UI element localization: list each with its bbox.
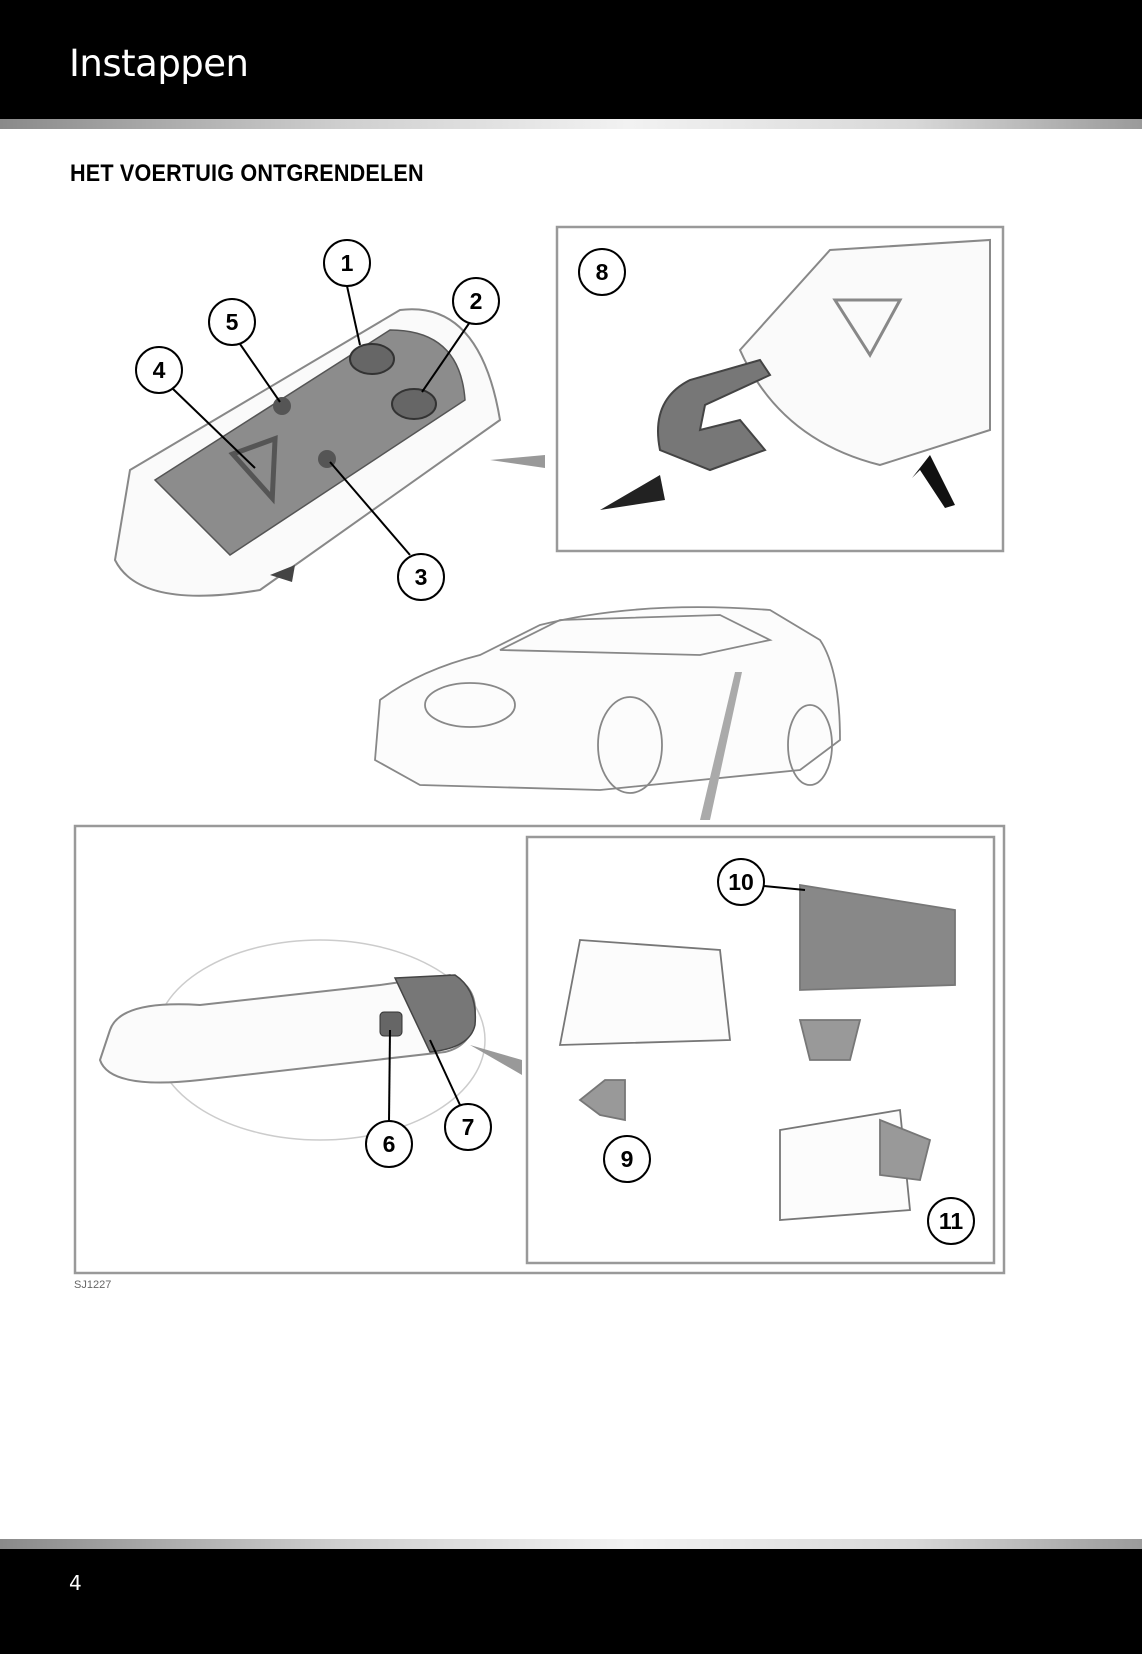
callout-4: 4 — [135, 346, 183, 394]
svg-text:6: 6 — [383, 1131, 396, 1157]
svg-text:4: 4 — [153, 357, 166, 383]
chapter-title: Instappen — [69, 42, 249, 85]
lock-cover-steps — [558, 883, 956, 1221]
page-number: 4 — [69, 1571, 82, 1595]
car-illustration — [374, 606, 841, 820]
callout-7: 7 — [444, 1103, 492, 1151]
svg-text:10: 10 — [728, 869, 754, 895]
svg-text:7: 7 — [462, 1114, 475, 1140]
key-blade-frame — [555, 225, 1005, 553]
door-handle — [98, 939, 522, 1141]
page-header: Instappen — [0, 0, 1142, 119]
callout-3: 3 — [397, 553, 445, 601]
svg-text:9: 9 — [621, 1146, 634, 1172]
callout-9: 9 — [603, 1135, 651, 1183]
key-blade-detail — [600, 238, 991, 510]
svg-text:8: 8 — [596, 259, 609, 285]
section-heading: HET VOERTUIG ONTGRENDELEN — [70, 160, 424, 187]
svg-text:5: 5 — [226, 309, 239, 335]
figure-code: SJ1227 — [74, 1279, 112, 1291]
callout-11: 11 — [927, 1197, 975, 1245]
callout-8: 8 — [578, 248, 626, 296]
svg-text:3: 3 — [415, 564, 428, 590]
callout-6: 6 — [365, 1120, 413, 1168]
callout-1: 1 — [323, 239, 371, 287]
svg-text:11: 11 — [939, 1208, 964, 1234]
footer-divider — [0, 1539, 1142, 1549]
svg-text:2: 2 — [470, 288, 483, 314]
lock-cover-frame — [525, 835, 996, 1265]
header-divider — [0, 119, 1142, 129]
callout-10: 10 — [717, 858, 765, 906]
callout-2: 2 — [452, 277, 500, 325]
callout-5: 5 — [208, 298, 256, 346]
svg-text:1: 1 — [341, 250, 354, 276]
callouts: 1 2 3 4 5 6 7 8 9 10 11 — [135, 239, 975, 1245]
unlocking-illustration: 1 2 3 4 5 6 7 8 9 10 11 — [73, 225, 1006, 1275]
door-handle-frame — [73, 824, 1006, 1275]
page-footer: 4 — [0, 1549, 1142, 1654]
key-fob — [113, 308, 545, 597]
